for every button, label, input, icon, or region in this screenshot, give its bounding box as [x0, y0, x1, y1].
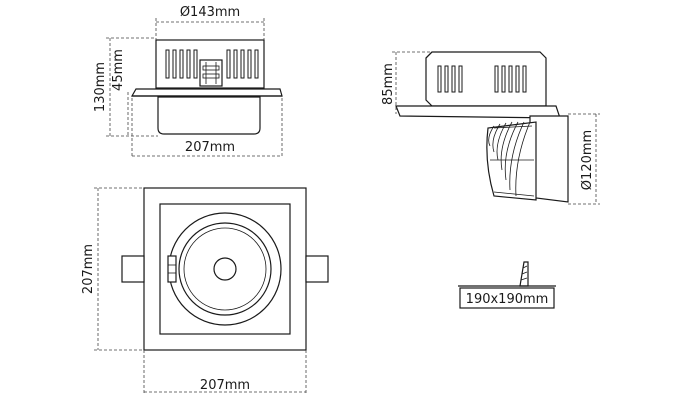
vent-slots-right [226, 49, 259, 79]
terminal-block [199, 59, 223, 87]
middle-ring [178, 222, 272, 316]
vent-slots-left [165, 49, 198, 79]
cutout-indicator: 190x190mm [458, 261, 556, 309]
heatsink-fins [486, 121, 537, 201]
mounting-flange [130, 88, 283, 97]
cutout-label-box [459, 287, 555, 309]
tilt-pivot [167, 255, 177, 283]
dim-profile-height: 85mm [381, 63, 396, 105]
dim-top-width: 207mm [200, 378, 250, 393]
clip-right [305, 255, 329, 283]
dim-profile-diameter: Ø120mm [580, 130, 595, 190]
clip-left [121, 255, 145, 283]
dim-total-height: 130mm [93, 62, 108, 112]
cutout-label: 190x190mm [466, 292, 549, 307]
cutout-edge [519, 261, 529, 287]
dim-top-height: 207mm [81, 244, 96, 294]
profile-driver-box [425, 51, 547, 107]
lower-housing [157, 96, 261, 135]
dim-top-diameter: Ø143mm [180, 5, 240, 20]
side-view: Ø143mm 130mm 45mm 207mm [93, 5, 283, 158]
top-view: 207mm 207mm [81, 187, 329, 394]
inner-ring [183, 227, 267, 311]
profile-view: 85mm Ø120mm [381, 51, 600, 205]
dim-width: 207mm [185, 140, 235, 155]
inner-frame [159, 203, 291, 335]
profile-vent-slots [437, 65, 527, 93]
dim-inner-height: 45mm [111, 49, 126, 91]
led-lens [213, 257, 237, 281]
